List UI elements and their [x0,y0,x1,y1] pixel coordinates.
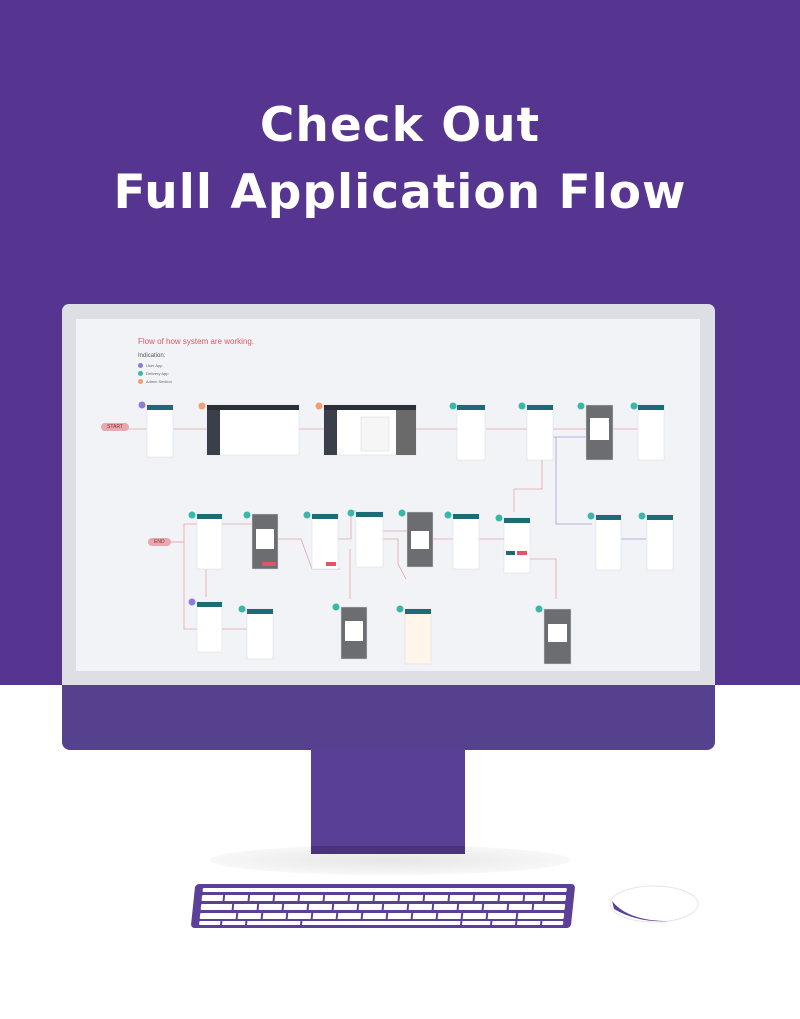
monitor-screen: Flow of how system are working. Indicati… [76,319,700,671]
monitor-stand [311,750,465,852]
headline-line-2: Full Application Flow [113,165,687,220]
flow-diagram [126,401,674,665]
indication-title: Indication: [138,353,166,359]
end-node: END [148,538,171,546]
monitor: Flow of how system are working. Indicati… [62,304,715,750]
legend-delivery-app: Delivery App [138,371,168,376]
headline-line-1: Check Out [259,98,541,153]
flow-row-1 [146,404,665,461]
monitor-chin [62,685,715,750]
keyboard-keys [199,888,567,925]
legend-admin-section: Admin Section [138,379,172,384]
flow-title: Flow of how system are working. [138,337,255,346]
monitor-stand-base [311,846,465,854]
monitor-bezel: Flow of how system are working. Indicati… [62,304,715,685]
mouse [609,885,699,923]
start-node: START [101,423,129,431]
flow-row-2 [196,511,674,574]
legend-user-app: User App [138,363,162,368]
flow-row-3 [196,601,572,665]
keyboard [190,884,576,928]
step-markers [138,401,646,613]
